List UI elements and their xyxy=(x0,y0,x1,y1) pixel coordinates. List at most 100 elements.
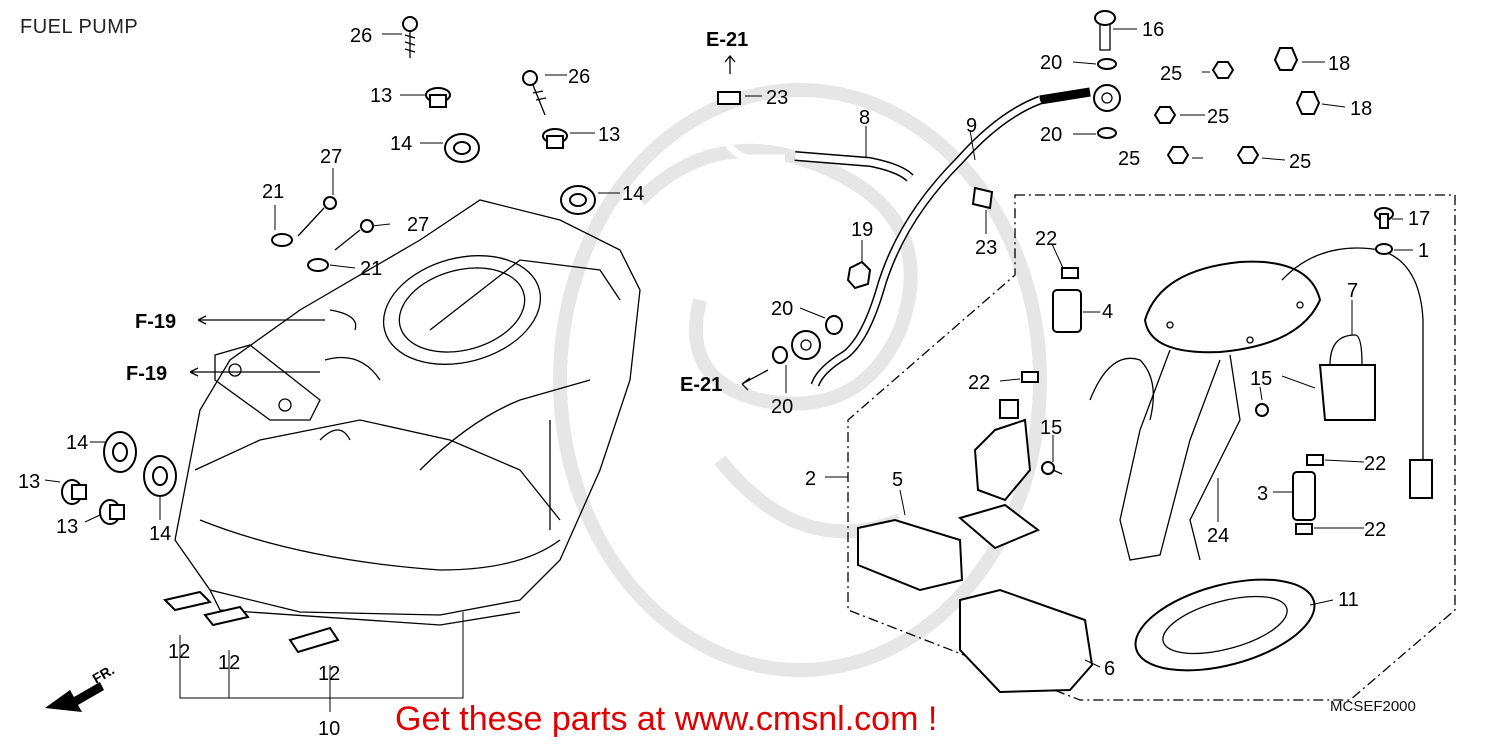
callout-6: 6 xyxy=(1104,658,1115,680)
watermark-logo xyxy=(553,83,1047,677)
pump-frame xyxy=(1119,349,1241,561)
banjo-fitting-lower xyxy=(791,330,821,360)
callout-13: 13 xyxy=(56,516,78,538)
callout-14: 14 xyxy=(149,523,171,545)
fuel-pump-assembly-outline xyxy=(847,194,1456,701)
callout-10: 10 xyxy=(318,718,340,740)
callout-22: 22 xyxy=(968,372,990,394)
washer-20-top xyxy=(1097,58,1117,70)
callout-22: 22 xyxy=(1035,228,1057,250)
callout-15: 15 xyxy=(1040,417,1062,439)
callout-23: 23 xyxy=(766,87,788,109)
fuel-strainer xyxy=(957,503,1040,550)
callout-12: 12 xyxy=(168,641,190,663)
bolt-26-right xyxy=(522,70,547,116)
callout-20: 20 xyxy=(1040,124,1062,146)
callout-26: 26 xyxy=(350,25,372,47)
nut-25-c xyxy=(1166,146,1190,164)
callout-27: 27 xyxy=(320,146,342,168)
label-sheets-12 xyxy=(163,590,340,654)
nut-25-b xyxy=(1153,106,1177,124)
cover-6 xyxy=(959,588,1094,694)
hose-9 xyxy=(810,87,1091,387)
callout-23: 23 xyxy=(975,237,997,259)
oring-1 xyxy=(1375,243,1393,255)
callout-25: 25 xyxy=(1118,148,1140,170)
cap-nut-18-lower xyxy=(1295,91,1321,115)
callout-13: 13 xyxy=(370,85,392,107)
diagram-code: MCSEF2000 xyxy=(1330,698,1416,715)
washer-21-lower xyxy=(307,258,329,272)
callout-12: 12 xyxy=(318,663,340,685)
pump-flange-plate xyxy=(1143,260,1322,354)
front-arrow-label: FR. xyxy=(90,661,118,686)
nut-25-a xyxy=(1211,61,1235,79)
callout-3: 3 xyxy=(1257,483,1268,505)
clip-22-top xyxy=(1061,267,1079,279)
bolt-15-right xyxy=(1255,403,1269,417)
tank-pump-opening xyxy=(382,255,542,365)
callout-27: 27 xyxy=(407,214,429,236)
grommet-14-lower-right xyxy=(143,455,177,497)
callout-20: 20 xyxy=(771,298,793,320)
bolt-17 xyxy=(1374,207,1394,229)
callout-14: 14 xyxy=(390,133,412,155)
callout-2: 2 xyxy=(805,468,816,490)
hose-short-top xyxy=(717,114,785,162)
grommet-14-lower-left xyxy=(103,431,137,473)
hose-23-clamp-top xyxy=(717,91,741,105)
bolt-26-left xyxy=(402,16,418,58)
tank-mounting-bracket xyxy=(214,344,321,421)
callout-20: 20 xyxy=(771,396,793,418)
collar-13-lower-right xyxy=(99,499,125,525)
callout-16: 16 xyxy=(1142,19,1164,41)
callout-25: 25 xyxy=(1160,63,1182,85)
washer-20-left-lower xyxy=(772,346,788,364)
retainer-ring-11 xyxy=(1134,578,1316,672)
wire-harness-left xyxy=(1089,357,1154,421)
callout-13: 13 xyxy=(18,471,40,493)
callout-25: 25 xyxy=(1207,106,1229,128)
callout-21: 21 xyxy=(262,181,284,203)
callout-7: 7 xyxy=(1347,280,1358,302)
clip-22-left xyxy=(1021,371,1039,383)
callout-1: 1 xyxy=(1418,240,1429,262)
callout-25: 25 xyxy=(1289,151,1311,173)
callout-19: 19 xyxy=(851,219,873,241)
clip-23-right xyxy=(971,186,994,210)
cap-nut-18-upper xyxy=(1273,47,1299,71)
callout-13: 13 xyxy=(598,124,620,146)
callout-leader-lines xyxy=(44,28,1413,712)
nut-19 xyxy=(846,260,872,290)
banjo-fitting-top xyxy=(1093,84,1121,112)
ref-arrow-e21-bottom xyxy=(741,369,769,391)
hose-4 xyxy=(1052,289,1082,333)
callout-14: 14 xyxy=(66,432,88,454)
footer-promo-link[interactable]: Get these parts at www.cmsnl.com ! xyxy=(395,700,938,738)
callout-18: 18 xyxy=(1350,98,1372,120)
callout-22: 22 xyxy=(1364,453,1386,475)
hose-8 xyxy=(794,151,914,182)
fuel-tank xyxy=(174,199,641,626)
collar-13-upper-right xyxy=(542,128,568,149)
callout-15: 15 xyxy=(1250,368,1272,390)
clip-22-right-upper xyxy=(1306,454,1324,466)
callout-20: 20 xyxy=(1040,52,1062,74)
callout-14: 14 xyxy=(622,183,644,205)
callout-4: 4 xyxy=(1102,301,1113,323)
grommet-14-upper-right xyxy=(560,185,596,215)
callout-24: 24 xyxy=(1207,525,1229,547)
tank-breather-pipes xyxy=(319,309,381,441)
callout-numbers: 26 26 13 13 13 13 14 14 14 14 27 27 21 2… xyxy=(18,19,1430,740)
fuel-pump-motor xyxy=(973,399,1032,502)
bolt-16 xyxy=(1094,10,1116,51)
callout-22: 22 xyxy=(1364,519,1386,541)
ref-label-f19-lower: F-19 xyxy=(126,363,167,385)
callout-8: 8 xyxy=(859,107,870,129)
ref-label-e21-top: E-21 xyxy=(706,29,748,51)
bolt-27-lower xyxy=(334,219,374,251)
collar-13-lower-left xyxy=(61,479,87,505)
pressure-regulator-7 xyxy=(1318,334,1376,421)
